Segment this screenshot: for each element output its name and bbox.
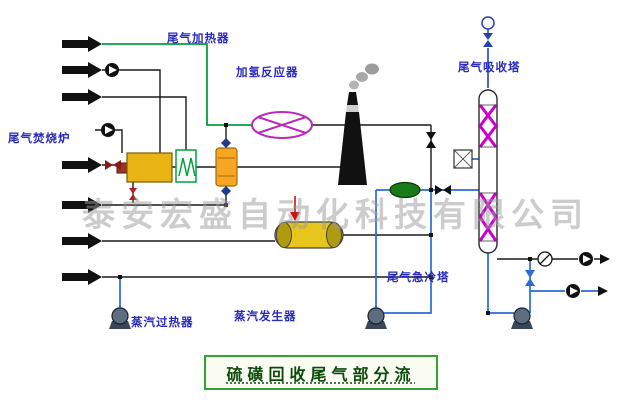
blower-icon <box>579 252 593 266</box>
junction-dots <box>118 123 532 315</box>
steam-generator-drum <box>274 221 344 249</box>
green-pipes <box>102 43 252 126</box>
feed-arrow-icon <box>62 269 102 285</box>
exchanger-bottom-fitting-icon <box>221 186 231 196</box>
blower-symbols <box>101 63 593 298</box>
red-drain-arrow <box>290 196 300 221</box>
label-hydrogenation-reactor: 加氢反应器 <box>236 67 299 79</box>
pump-icon <box>511 307 533 329</box>
blue-riser-valve-icon <box>525 270 535 286</box>
feed-arrows <box>62 36 102 285</box>
furnace-inlet-valve-icon <box>105 160 121 170</box>
blower-icon <box>101 123 115 137</box>
feed-arrow-icon <box>62 89 102 105</box>
feed-arrow-icon <box>62 36 102 52</box>
hydrogenation-reactor-vessel <box>251 111 313 139</box>
heater-coil-box <box>175 149 197 183</box>
furnace-drain-valve-icon <box>129 188 137 200</box>
absorber-column <box>478 89 498 254</box>
pump-icon <box>109 307 131 329</box>
absorber-top-control-valve <box>481 16 495 47</box>
quench-cooler-vessel <box>389 181 421 199</box>
check-valve-icon <box>537 251 553 267</box>
pumps <box>109 307 533 329</box>
outlet-arrow-icon <box>598 286 608 296</box>
outlet-arrow-icon <box>600 254 610 264</box>
riser-valve-icon <box>426 132 436 148</box>
label-tail-gas-quench-tower: 尾气急冷塔 <box>387 272 450 284</box>
absorber-feed-valve-icon <box>435 185 451 195</box>
valves <box>105 132 553 286</box>
blower-icon <box>105 63 119 77</box>
blower-icon <box>566 284 580 298</box>
pump-icon <box>365 307 387 329</box>
label-tail-gas-absorber: 尾气吸收塔 <box>458 62 521 74</box>
exchanger-top-fitting-icon <box>221 138 231 148</box>
feed-arrow-icon <box>62 62 102 78</box>
label-steam-superheater: 蒸汽过热器 <box>131 317 194 329</box>
diagram-title: 硫磺回收尾气部分流 <box>226 366 416 384</box>
tail-gas-heater-vessel <box>215 147 238 187</box>
outlet-arrows <box>598 254 610 296</box>
distributor-box <box>453 149 473 169</box>
feed-arrow-icon <box>62 197 102 213</box>
stack-chimney <box>338 63 379 185</box>
incinerator-furnace <box>116 152 173 183</box>
label-steam-generator: 蒸汽发生器 <box>234 311 297 323</box>
label-tail-gas-incinerator: 尾气焚烧炉 <box>8 133 71 145</box>
diagram-title-box: 硫磺回收尾气部分流 <box>204 355 438 390</box>
feed-arrow-icon <box>62 157 102 173</box>
feed-arrow-icon <box>62 233 102 249</box>
label-tail-gas-heater: 尾气加热器 <box>167 33 230 45</box>
